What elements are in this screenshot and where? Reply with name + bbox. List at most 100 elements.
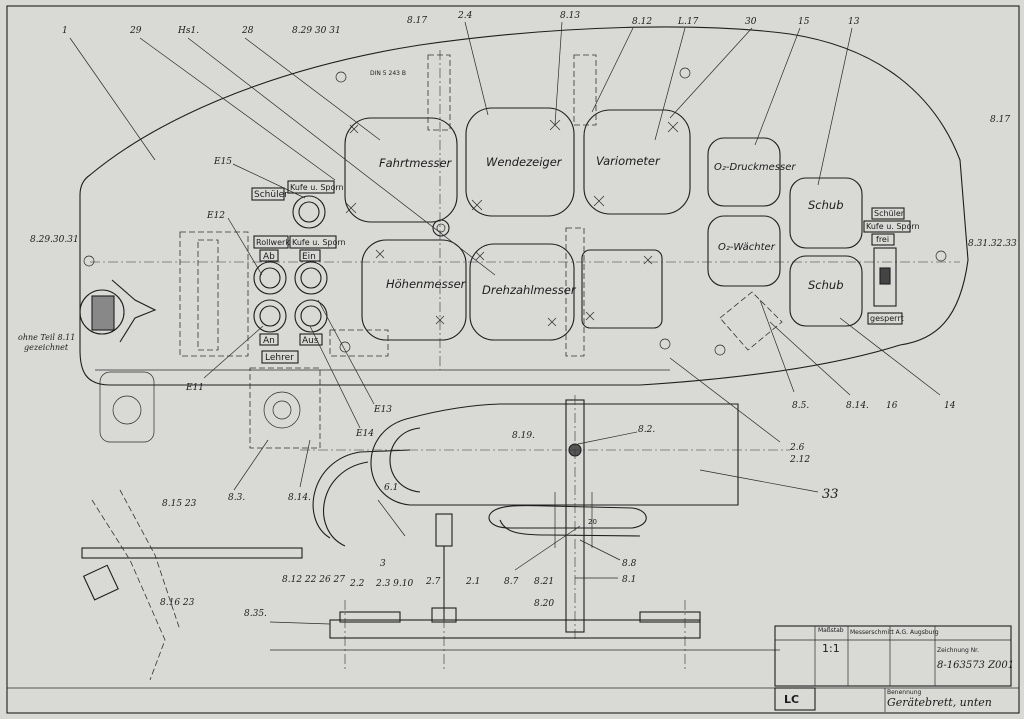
left-fitting (79, 279, 157, 343)
callout-81: 8.1 (622, 575, 636, 585)
callout-88: 8.8 (622, 559, 637, 569)
label-ein: Ein (302, 252, 316, 262)
callout-e13: E13 (373, 405, 392, 415)
callout-821: 8.21 (534, 577, 554, 587)
instrument-drehzahlmesser: Drehzahlmesser (469, 243, 577, 341)
callout-812: 8.12 22 26 27 (282, 575, 345, 585)
label-kufe-sporn-2: Kufe u. Sporn (292, 238, 346, 247)
callout-3: 3 (380, 559, 386, 569)
callouts: 1 29 Hs1. 28 8.29 30 31 8.17 2.4 8.1 3 8.… (18, 11, 1017, 619)
callout-gezeichnet: gezeichnet (24, 343, 69, 352)
callout-1623: 8.16 23 (160, 598, 195, 608)
instrument-o2-waechter: O₂-Wächter (707, 215, 781, 287)
label-wendezeiger: Wendezeiger (486, 155, 563, 169)
label-o2-waechter: O₂-Wächter (718, 242, 776, 253)
callout-hs1: Hs1. (177, 26, 199, 36)
callout-212: 2.12 (789, 455, 810, 465)
callout-top-2: 8.12 (632, 17, 652, 27)
title-block: Maßstab 1:1 Messerschmitt A.G. Augsburg … (774, 625, 1014, 712)
callout-din: DIN 5 243 B (370, 70, 406, 77)
label-rollwerk: Rollwerk (256, 238, 290, 247)
callout-30: 30 (745, 17, 757, 27)
callout-1: 1 (62, 26, 68, 36)
instrument-fahrtmesser: Fahrtmesser (344, 117, 458, 223)
callout-22: 2.2 (349, 579, 365, 589)
instrument-schub-1: Schub (789, 177, 863, 249)
label-variometer: Variometer (596, 154, 661, 168)
callout-15: 15 (798, 17, 810, 27)
callout-28: 28 (241, 26, 254, 36)
tb-lc: LC (784, 693, 799, 706)
instrument-o2-druckmesser: O₂-Druckmesser (707, 137, 796, 207)
panel-outline (79, 26, 969, 386)
label-r-schueler: Schüler (874, 209, 905, 218)
callout-814r: 8.14. (846, 401, 869, 411)
leader-lines (69, 21, 941, 579)
lever-mechanism (179, 231, 249, 357)
callout-r-817: 8.17 (990, 115, 1010, 125)
label-hoehenmesser: Höhenmesser (386, 277, 467, 291)
callout-e11: E11 (185, 383, 204, 393)
callout-ohne: ohne Teil 8.11 (18, 333, 75, 342)
label-schub-1: Schub (808, 198, 844, 212)
switch-knob-ab[interactable] (253, 261, 287, 295)
instrument-hoehenmesser: Höhenmesser (361, 239, 467, 341)
tb-drawing-no: 8-163573 Z001 (937, 660, 1014, 671)
label-aus: Aus (302, 336, 319, 346)
label-an: An (263, 336, 275, 346)
label-schueler: Schüler (254, 190, 288, 200)
switch-knob-an[interactable] (253, 299, 287, 333)
right-switch-block: Schüler Kufe u. Sporn frei gesperrt (863, 207, 920, 325)
label-drehzahlmesser: Drehzahlmesser (482, 283, 577, 297)
callout-820: 8.20 (534, 599, 554, 609)
callout-26: 2.6 (789, 443, 805, 453)
callout-85: 8.5. (792, 401, 809, 411)
label-kufe-sporn-1: Kufe u. Sporn (290, 183, 344, 192)
switch-cluster: Schüler Kufe u. Sporn Rollwerk Kufe u. S… (251, 180, 346, 364)
instrument-empty (581, 249, 663, 329)
callout-top-1: 8.29 30 31 (292, 26, 341, 36)
callout-e15: E15 (213, 157, 232, 167)
label-o2-druckmesser: O₂-Druckmesser (714, 162, 796, 173)
tb-company: Messerschmitt A.G. Augsburg (850, 629, 939, 636)
tb-scale-label: Maßstab (818, 627, 844, 634)
label-r-gesperrt: gesperrt (870, 314, 904, 323)
callout-left-829: 8.29.30.31 (30, 235, 79, 245)
callout-814: 8.14. (288, 493, 311, 503)
callout-82: 8.2. (638, 425, 655, 435)
callout-13: 13 (848, 17, 860, 27)
center-mount (432, 219, 450, 237)
right-toggle[interactable] (873, 247, 897, 307)
callout-24: 2.4 (457, 11, 473, 21)
label-lehrer: Lehrer (265, 353, 294, 363)
instrument-wendezeiger: Wendezeiger (465, 107, 575, 217)
label-ab: Ab (263, 252, 275, 262)
callout-33: 33 (822, 487, 839, 502)
callout-21: 2.1 (465, 577, 480, 587)
switch-knob-top[interactable] (292, 195, 326, 229)
callout-61: 6.1 (384, 483, 398, 493)
tb-name-label: Benennung (887, 689, 922, 696)
callout-819: 8.19. (512, 431, 535, 441)
switch-knob-aus[interactable] (294, 299, 328, 333)
instrument-schub-2: Schub (789, 255, 863, 327)
callout-835: 8.35. (244, 609, 267, 619)
callout-r-831: 8.31.32.33 (968, 239, 1017, 249)
callout-29: 29 (129, 26, 142, 36)
label-r-kufe-sporn: Kufe u. Sporn (866, 222, 920, 231)
callout-817: 8.17 (407, 16, 427, 26)
callout-87: 8.7 (504, 577, 519, 587)
instrument-variometer: Variometer (583, 109, 691, 215)
sheet-border (6, 5, 1020, 714)
tb-scale: 1:1 (822, 642, 840, 655)
label-schub-2: Schub (808, 278, 844, 292)
switch-knob-ein[interactable] (294, 261, 328, 295)
label-fahrtmesser: Fahrtmesser (379, 156, 453, 170)
callout-23910: 2.3 9.10 (375, 579, 413, 589)
base-plate (269, 600, 780, 670)
callout-83: 8.3. (228, 493, 245, 503)
callout-e12: E12 (206, 211, 225, 221)
callout-16: 16 (886, 401, 898, 411)
tb-drawing-no-label: Zeichnung Nr. (937, 647, 979, 654)
